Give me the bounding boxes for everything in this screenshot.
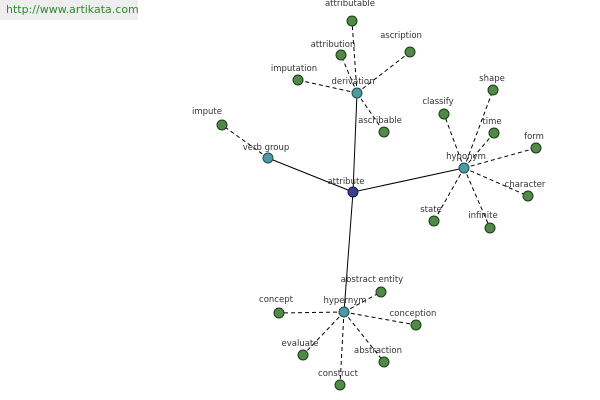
- edge-hyponym-classify: [443, 113, 465, 169]
- edge-derivation-imputation: [297, 79, 358, 94]
- edges-layer: [221, 20, 537, 386]
- label-time[interactable]: time: [482, 117, 501, 127]
- label-infinite[interactable]: infinite: [468, 211, 497, 221]
- node-infinite[interactable]: [484, 222, 496, 234]
- edge-derivation-attribution: [340, 54, 358, 94]
- edge-attribute-hypernym: [343, 191, 354, 313]
- node-ascribable[interactable]: [378, 126, 390, 138]
- node-construct[interactable]: [334, 379, 346, 391]
- labels-layer: attribute derivation attributable attributi…: [192, 0, 546, 379]
- node-abstraction[interactable]: [378, 356, 390, 368]
- node-attribution[interactable]: [335, 49, 347, 61]
- edge-hyponym-form: [463, 147, 537, 169]
- label-classify[interactable]: classify: [422, 97, 453, 107]
- node-state[interactable]: [428, 215, 440, 227]
- label-derivation[interactable]: derivation: [331, 77, 374, 87]
- label-attribution[interactable]: attribution: [311, 40, 356, 50]
- label-ascription[interactable]: ascription: [380, 31, 422, 41]
- edge-derivation-attributable: [351, 20, 358, 94]
- label-construct[interactable]: construct: [318, 369, 359, 379]
- label-hypernym[interactable]: hypernym: [323, 296, 366, 306]
- label-conception[interactable]: conception: [390, 309, 437, 319]
- label-hyponym[interactable]: hyponym: [446, 152, 486, 162]
- edge-hypernym-evaluate: [302, 311, 345, 356]
- node-character[interactable]: [522, 190, 534, 202]
- node-shape[interactable]: [487, 84, 499, 96]
- edge-attribute-derivation: [352, 92, 358, 193]
- edge-hypernym-abstract-entity: [343, 291, 382, 313]
- edge-derivation-ascribable: [356, 92, 385, 133]
- node-hypernym[interactable]: [338, 306, 350, 318]
- node-evaluate[interactable]: [297, 349, 309, 361]
- label-attribute[interactable]: attribute: [327, 177, 364, 187]
- label-shape[interactable]: shape: [479, 74, 505, 84]
- node-classify[interactable]: [438, 108, 450, 120]
- node-time[interactable]: [488, 127, 500, 139]
- node-form[interactable]: [530, 142, 542, 154]
- edge-hypernym-construct: [339, 311, 345, 386]
- edge-hypernym-conception: [343, 311, 417, 326]
- edge-hyponym-character: [463, 167, 529, 197]
- node-imputation[interactable]: [292, 74, 304, 86]
- label-ascribable[interactable]: ascribable: [358, 116, 402, 126]
- node-concept[interactable]: [273, 307, 285, 319]
- label-verb-group[interactable]: verb group: [243, 143, 290, 153]
- label-character[interactable]: character: [505, 180, 546, 190]
- label-state[interactable]: state: [420, 205, 442, 215]
- label-abstraction[interactable]: abstraction: [354, 346, 402, 356]
- nodes-layer: [216, 15, 542, 391]
- label-impute[interactable]: impute: [192, 107, 222, 117]
- edge-hypernym-concept: [278, 311, 345, 314]
- node-hyponym[interactable]: [458, 162, 470, 174]
- node-ascription[interactable]: [404, 46, 416, 58]
- node-attributable[interactable]: [346, 15, 358, 27]
- label-abstract-entity[interactable]: abstract entity: [341, 275, 403, 285]
- node-conception[interactable]: [410, 319, 422, 331]
- node-attribute[interactable]: [347, 186, 359, 198]
- edge-attribute-hyponym: [352, 167, 465, 193]
- label-evaluate[interactable]: evaluate: [282, 339, 319, 349]
- node-impute[interactable]: [216, 119, 228, 131]
- label-attributable[interactable]: attributable: [325, 0, 375, 9]
- edge-hyponym-infinite: [463, 167, 491, 229]
- edge-verb-group-impute: [221, 124, 269, 159]
- label-form[interactable]: form: [524, 132, 544, 142]
- node-verb-group[interactable]: [262, 152, 274, 164]
- edge-hyponym-state: [433, 167, 465, 222]
- edge-attribute-verb-group: [267, 157, 354, 193]
- node-derivation[interactable]: [351, 87, 363, 99]
- edge-hypernym-abstraction: [343, 311, 385, 363]
- site-url-badge[interactable]: http://www.artikata.com: [0, 0, 139, 20]
- label-concept[interactable]: concept: [259, 295, 294, 305]
- node-abstract-entity[interactable]: [375, 286, 387, 298]
- label-imputation[interactable]: imputation: [271, 64, 317, 74]
- edge-hyponym-time: [463, 132, 495, 169]
